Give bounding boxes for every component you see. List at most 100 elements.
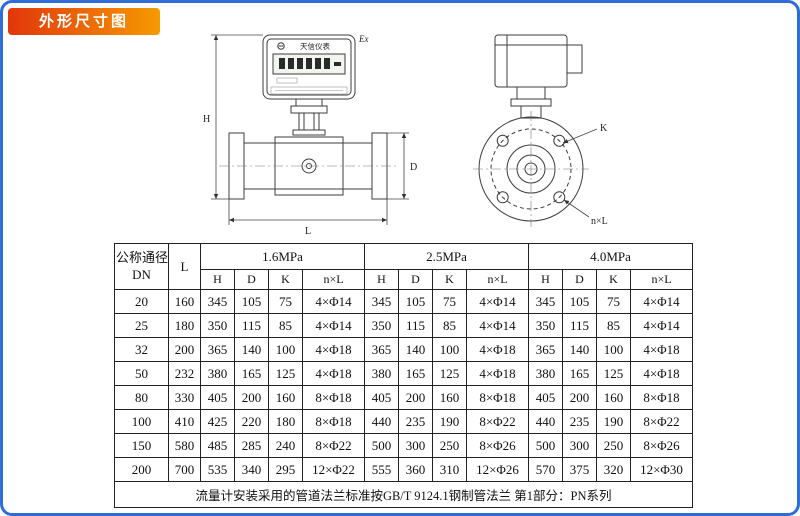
sub-header-h: H — [200, 269, 235, 290]
table-cell: 8×Φ18 — [630, 385, 693, 410]
table-cell: 75 — [432, 289, 467, 314]
table-cell: 85 — [596, 313, 631, 338]
sub-header-d: D — [234, 269, 269, 290]
table-cell: 160 — [168, 289, 201, 314]
table-cell: 405 — [200, 385, 235, 410]
table-cell: 232 — [168, 361, 201, 386]
table-cell: 4×Φ18 — [466, 361, 529, 386]
table-cell: 235 — [562, 409, 597, 434]
table-cell: 220 — [234, 409, 269, 434]
meter-head-side — [494, 34, 583, 119]
table-cell: 190 — [596, 409, 631, 434]
table-cell: 200 — [234, 385, 269, 410]
table-cell: 105 — [398, 289, 433, 314]
table-cell: 535 — [200, 457, 235, 482]
front-view-drawing: 天信仪表 Ex — [203, 34, 417, 237]
brand-label: 天信仪表 — [300, 41, 330, 51]
bolt-hole — [496, 134, 509, 147]
table-cell: 4×Φ18 — [302, 337, 365, 362]
table-cell: 4×Φ18 — [630, 337, 693, 362]
col-header-dn: 公称通径 DN — [114, 243, 169, 290]
table-cell: 300 — [562, 433, 597, 458]
sub-header-d: D — [398, 269, 433, 290]
dimension-h: H — [203, 34, 263, 200]
table-cell: 410 — [168, 409, 201, 434]
table-cell: 8×Φ18 — [302, 409, 365, 434]
pipe-body — [219, 132, 397, 200]
table-cell: 12×Φ22 — [302, 457, 365, 482]
sub-header-k: K — [596, 269, 631, 290]
table-cell: 50 — [114, 361, 169, 386]
bolt-hole — [553, 191, 566, 204]
table-cell: 4×Φ14 — [466, 313, 529, 338]
flange-standard-note: 流量计安装采用的管道法兰标准按GB/T 9124.1钢制管法兰 第1部分：PN系… — [114, 481, 693, 508]
bolt-hole — [496, 191, 509, 204]
table-cell: 300 — [398, 433, 433, 458]
table-cell: 85 — [268, 313, 303, 338]
table-cell: 165 — [398, 361, 433, 386]
sub-header-d: D — [562, 269, 597, 290]
table-cell: 320 — [596, 457, 631, 482]
table-cell: 180 — [268, 409, 303, 434]
dimension-d: D — [387, 132, 417, 200]
table-cell: 345 — [200, 289, 235, 314]
table-cell: 700 — [168, 457, 201, 482]
table-cell: 345 — [364, 289, 399, 314]
table-cell: 500 — [528, 433, 563, 458]
col-header-2.5mpa: 2.5MPa — [364, 243, 529, 270]
table-cell: 350 — [528, 313, 563, 338]
sub-header-h: H — [528, 269, 563, 290]
dimension-table: 公称通径 DN L 1.6MPa 2.5MPa 4.0MPa H D K n×L… — [114, 243, 693, 508]
table-cell: 4×Φ18 — [630, 361, 693, 386]
dim-nl-label: n×L — [591, 216, 608, 227]
table-cell: 405 — [364, 385, 399, 410]
meter-head: 天信仪表 Ex — [262, 34, 369, 100]
table-cell: 100 — [596, 337, 631, 362]
dim-k-label: K — [600, 123, 608, 134]
table-cell: 365 — [200, 337, 235, 362]
table-cell: 365 — [528, 337, 563, 362]
table-cell: 380 — [200, 361, 235, 386]
table-cell: 100 — [114, 409, 169, 434]
table-cell: 190 — [432, 409, 467, 434]
table-cell: 295 — [268, 457, 303, 482]
table-cell: 250 — [432, 433, 467, 458]
table-cell: 8×Φ26 — [466, 433, 529, 458]
table-cell: 425 — [200, 409, 235, 434]
sub-header-nl: n×L — [630, 269, 693, 290]
table-cell: 105 — [562, 289, 597, 314]
table-cell: 360 — [398, 457, 433, 482]
table-cell: 115 — [234, 313, 269, 338]
dn-header-line2: DN — [132, 266, 151, 282]
table-cell: 500 — [364, 433, 399, 458]
table-cell: 8×Φ18 — [466, 385, 529, 410]
table-cell: 125 — [596, 361, 631, 386]
table-cell: 8×Φ18 — [302, 385, 365, 410]
sub-header-k: K — [432, 269, 467, 290]
table-cell: 200 — [114, 457, 169, 482]
table-cell: 4×Φ14 — [302, 313, 365, 338]
sub-header-k: K — [268, 269, 303, 290]
table-cell: 160 — [268, 385, 303, 410]
sub-header-nl: n×L — [302, 269, 365, 290]
table-cell: 140 — [234, 337, 269, 362]
table-cell: 330 — [168, 385, 201, 410]
table-cell: 180 — [168, 313, 201, 338]
page-title-badge: 外形尺寸图 — [8, 8, 160, 35]
table-cell: 8×Φ22 — [630, 409, 693, 434]
table-cell: 8×Φ22 — [466, 409, 529, 434]
col-header-l: L — [168, 243, 201, 290]
table-cell: 4×Φ14 — [630, 313, 693, 338]
table-cell: 25 — [114, 313, 169, 338]
table-cell: 570 — [528, 457, 563, 482]
dimension-l: L — [228, 199, 388, 237]
table-cell: 250 — [596, 433, 631, 458]
